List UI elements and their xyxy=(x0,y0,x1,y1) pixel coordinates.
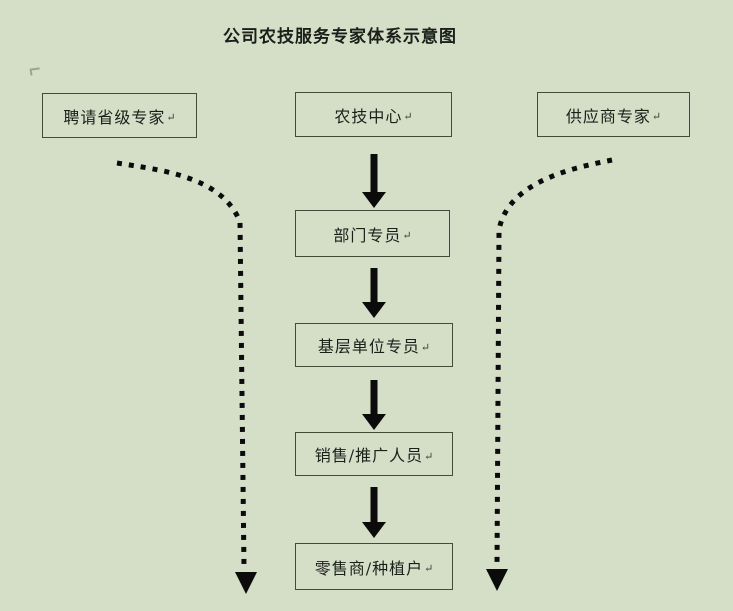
paragraph-return-icon: ↵ xyxy=(402,229,412,242)
paragraph-return-icon: ↵ xyxy=(424,449,434,463)
dotted-curve-arrow-left-icon xyxy=(116,160,257,594)
node-retailer-grower: 零售商/种植户 ↵ xyxy=(295,543,453,590)
stray-anchor-mark xyxy=(29,67,41,76)
paragraph-return-icon: ↵ xyxy=(651,110,662,123)
paragraph-return-icon: ↵ xyxy=(166,111,176,124)
node-supplier-experts: 供应商专家 ↵ xyxy=(537,92,690,137)
paragraph-return-icon: ↵ xyxy=(420,340,431,354)
node-sales-promotion-staff: 销售/推广人员 ↵ xyxy=(295,432,453,476)
down-arrow-2-icon xyxy=(362,268,386,318)
node-label: 农技中心 xyxy=(334,106,403,126)
down-arrow-4-icon xyxy=(362,487,386,538)
dotted-curve-arrow-right-icon xyxy=(486,157,613,591)
node-label: 基层单位专员 xyxy=(317,337,420,356)
node-label: 零售商/种植户 xyxy=(314,558,424,578)
down-arrow-1-icon xyxy=(362,154,386,208)
node-grassroots-specialist: 基层单位专员 ↵ xyxy=(295,323,453,367)
node-label: 聘请省级专家 xyxy=(63,107,166,127)
diagram-title: 公司农技服务专家体系示意图 xyxy=(223,27,457,47)
node-provincial-experts: 聘请省级专家 ↵ xyxy=(42,93,197,138)
node-agritech-center: 农技中心 ↵ xyxy=(295,92,452,137)
node-label: 部门专员 xyxy=(333,225,402,245)
node-label: 供应商专家 xyxy=(565,106,651,126)
paragraph-return-icon: ↵ xyxy=(403,110,413,123)
paragraph-return-icon: ↵ xyxy=(424,562,434,575)
down-arrow-3-icon xyxy=(362,380,386,430)
node-label: 销售/推广人员 xyxy=(314,446,424,465)
node-department-specialist: 部门专员 ↵ xyxy=(295,210,450,257)
